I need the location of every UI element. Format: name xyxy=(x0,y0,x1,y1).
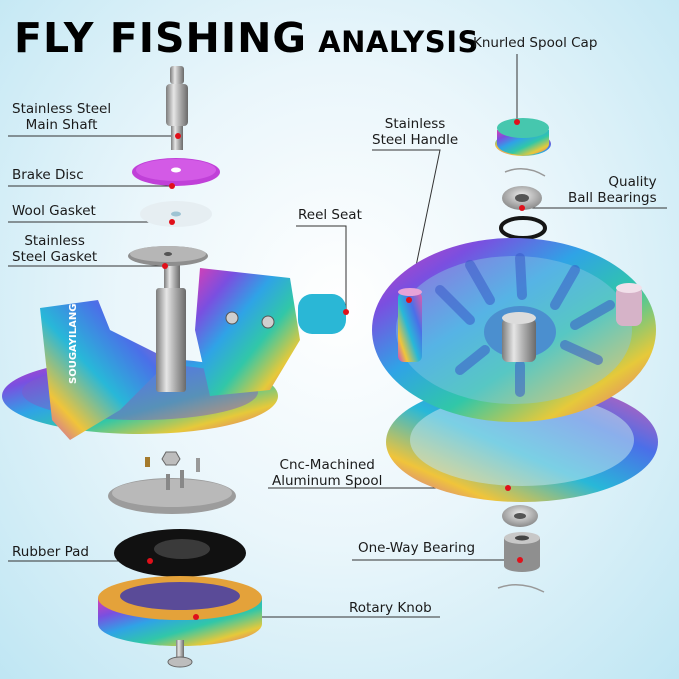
brake-disc xyxy=(132,158,220,186)
one-way-bearing-part xyxy=(498,505,544,592)
label-main-shaft: Stainless Steel Main Shaft xyxy=(12,101,111,133)
label-steel-gasket: Stainless Steel Gasket xyxy=(12,233,97,265)
steel-gasket xyxy=(128,246,208,266)
rotary-knob xyxy=(98,576,262,667)
marker-dot xyxy=(343,309,349,315)
label-ball-bearings: Quality Ball Bearings xyxy=(568,174,657,206)
marker-dot xyxy=(169,219,175,225)
title-main: FLY FISHING xyxy=(14,14,307,62)
wool-gasket xyxy=(140,201,212,227)
spool-cap xyxy=(495,118,551,156)
rubber-pad xyxy=(114,529,246,577)
aluminum-spool xyxy=(372,238,658,502)
marker-dot xyxy=(169,183,175,189)
main-shaft xyxy=(156,66,188,392)
label-reel-seat: Reel Seat xyxy=(298,207,362,223)
label-rubber-pad: Rubber Pad xyxy=(12,544,89,560)
marker-dot xyxy=(406,297,412,303)
ball-bearing-set xyxy=(501,169,545,238)
marker-dot xyxy=(147,558,153,564)
marker-dot xyxy=(175,133,181,139)
label-brake-disc: Brake Disc xyxy=(12,167,84,183)
label-spool-cap: Knurled Spool Cap xyxy=(473,35,597,51)
marker-dot xyxy=(517,557,523,563)
label-wool-gasket: Wool Gasket xyxy=(12,203,96,219)
label-spool: Cnc-Machined Aluminum Spool xyxy=(272,457,382,489)
page-title: FLY FISHING ANALYSIS xyxy=(14,14,479,62)
label-rotary-knob: Rotary Knob xyxy=(349,600,432,616)
drag-plate xyxy=(108,452,236,514)
label-handle: Stainless Steel Handle xyxy=(372,116,458,148)
marker-dot xyxy=(514,119,520,125)
title-sub: ANALYSIS xyxy=(318,25,479,59)
marker-dot xyxy=(519,205,525,211)
label-one-way-bearing: One-Way Bearing xyxy=(358,540,475,556)
marker-dot xyxy=(505,485,511,491)
marker-dot xyxy=(162,263,168,269)
brand-text: SOUGAYILANG xyxy=(68,304,79,384)
marker-dot xyxy=(193,614,199,620)
